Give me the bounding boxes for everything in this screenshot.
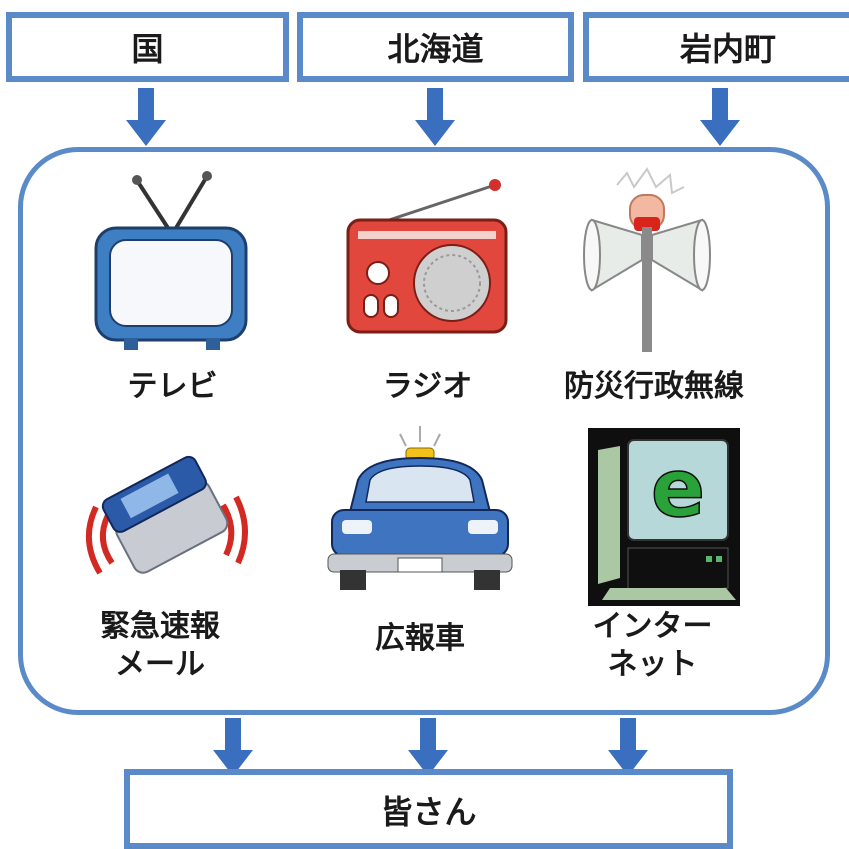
down-arrow-icon	[700, 88, 740, 146]
media-label-disaster-radio: 防災行政無線	[564, 369, 744, 404]
source-label: 北海道	[387, 30, 484, 68]
media-label-radio: ラジオ	[382, 369, 473, 404]
source-box-hokkaido: 北海道	[297, 12, 574, 82]
internet-computer-icon: e	[588, 428, 740, 606]
radio-icon	[346, 179, 508, 334]
media-label-internet: インター ネット	[592, 609, 713, 682]
audience-label: 皆さん	[380, 793, 477, 831]
loudspeaker-icon	[583, 167, 711, 352]
source-label: 国	[131, 30, 164, 68]
down-arrow-icon	[408, 718, 448, 776]
audience-box: 皆さん	[124, 769, 733, 849]
down-arrow-icon	[415, 88, 455, 146]
down-arrow-icon	[608, 718, 648, 776]
svg-text:e: e	[651, 442, 705, 535]
source-label: 岩内町	[679, 30, 776, 68]
patrol-car-icon	[327, 426, 513, 590]
media-label-tv: テレビ	[127, 369, 218, 404]
mobile-phone-icon	[85, 455, 249, 575]
media-label-pr-car: 広報車	[375, 621, 465, 656]
down-arrow-icon	[126, 88, 166, 146]
media-label-emergency-mail: 緊急速報 メール	[100, 609, 220, 682]
source-box-iwanai: 岩内町	[583, 12, 849, 82]
source-box-national: 国	[6, 12, 289, 82]
down-arrow-icon	[213, 718, 253, 776]
tv-icon	[94, 171, 248, 350]
